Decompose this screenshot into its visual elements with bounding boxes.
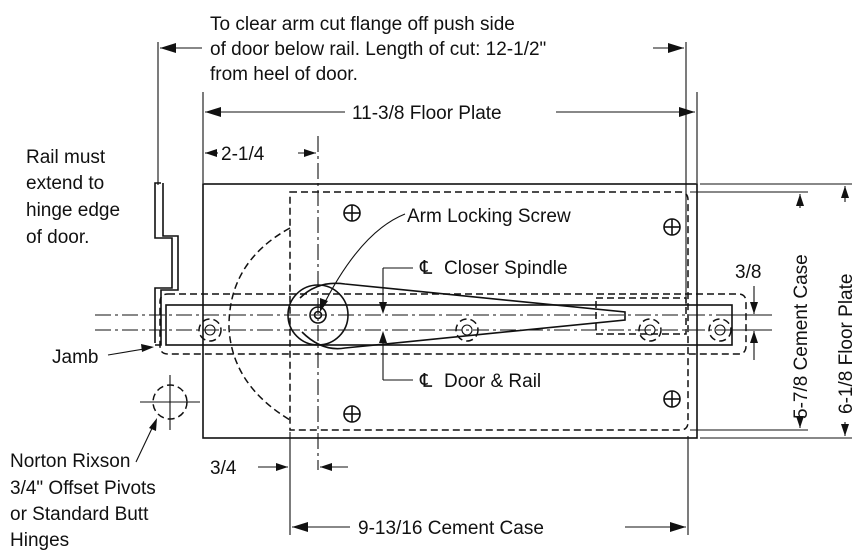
pivot-note-line-1: Norton Rixson	[10, 451, 130, 472]
spindle-offset-label: 2-1/4	[221, 144, 265, 165]
floor-plate-outline	[202, 183, 698, 439]
closer-arm	[299, 282, 626, 350]
arm-swing-arc	[228, 227, 291, 421]
floor-plate-height-dimension	[700, 183, 852, 439]
closer-spindle-leader	[379, 267, 413, 314]
pivot-offset-dimension	[258, 432, 348, 535]
arm-locking-screw	[309, 306, 327, 324]
spindle-offset-dimension	[205, 149, 316, 157]
rail-screws	[198, 318, 732, 342]
flange-note-line-2: of door below rail. Length of cut: 12-1/…	[210, 39, 546, 60]
anchor-screws	[343, 204, 681, 423]
cement-case-length-label: 9-13/16 Cement Case	[358, 518, 544, 539]
rail-offset-dimension	[727, 286, 772, 360]
arm-slot	[595, 297, 687, 335]
cement-case-width-label: 5-7/8 Cement Case	[791, 254, 812, 419]
flange-note-line-3: from heel of door.	[210, 64, 358, 85]
rail-outline	[159, 293, 747, 355]
floor-plate-height-label: 6-1/8 Floor Plate	[836, 274, 857, 414]
floor-plate-width-dimension	[202, 92, 698, 183]
spindle-center	[313, 310, 323, 320]
pivot-leader	[135, 418, 157, 463]
arm-locking-screw-label: Arm Locking Screw	[407, 206, 571, 227]
door-rail-leader	[379, 331, 413, 381]
jamb-leader	[107, 344, 154, 356]
closer-spindle-centerline-symbol: ℄	[419, 258, 433, 279]
cement-case-width-dimension	[690, 191, 808, 431]
jamb-label: Jamb	[52, 347, 98, 368]
door-rail-label: Door & Rail	[444, 371, 541, 392]
pivot-note-line-4: Hinges	[10, 530, 69, 551]
rail-offset-label: 3/8	[735, 262, 761, 283]
cement-case-outline	[289, 191, 689, 431]
arm-locking-screw-leader	[320, 213, 406, 312]
rail-channel	[165, 304, 733, 346]
arm-hub	[287, 284, 349, 346]
pivot-note-line-2: 3/4" Offset Pivots	[10, 478, 156, 499]
door-jamb-profile	[154, 182, 179, 346]
flange-cut-dimension	[157, 42, 687, 305]
rail-note-line-4: of door.	[26, 227, 89, 248]
pivot-note-line-3: or Standard Butt	[10, 504, 149, 525]
closer-spindle-label: Closer Spindle	[444, 258, 568, 279]
rail-note-line-3: hinge edge	[26, 200, 120, 221]
rail-note-line-1: Rail must	[26, 147, 106, 168]
pivot-offset-label: 3/4	[210, 458, 237, 479]
pivot-symbol	[140, 375, 200, 430]
floor-plate-width-label: 11-3/8 Floor Plate	[352, 103, 502, 124]
rail-note-line-2: extend to	[26, 173, 104, 194]
cement-case-length-dimension	[292, 436, 689, 535]
door-rail-centerline-symbol: ℄	[419, 371, 433, 392]
flange-note-line-1: To clear arm cut flange off push side	[210, 14, 515, 35]
